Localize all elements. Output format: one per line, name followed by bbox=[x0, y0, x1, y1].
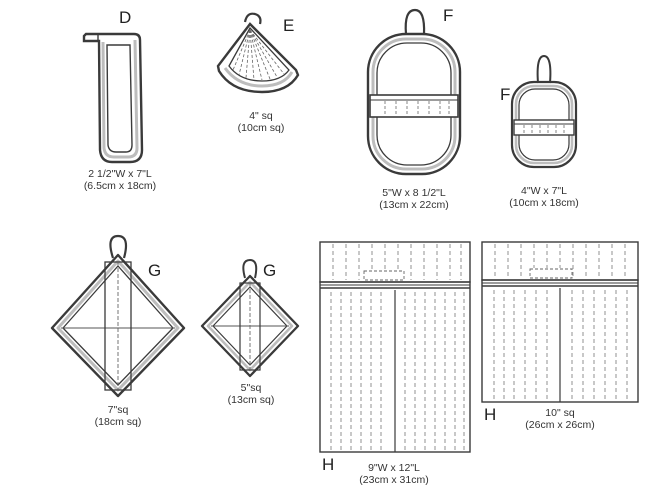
item-d-drawing bbox=[82, 32, 144, 164]
item-g-small-label: 5"sq (13cm sq) bbox=[214, 382, 288, 406]
item-g-large-metric: (18cm sq) bbox=[94, 416, 142, 428]
item-h-large-letter: H bbox=[322, 455, 335, 474]
item-h-large-drawing bbox=[319, 241, 471, 453]
item-h-large-size: 9"W x 12"L bbox=[368, 462, 420, 474]
item-g-large-letter: G bbox=[148, 261, 162, 280]
item-d-label: 2 1/2"W x 7"L (6.5cm x 18cm) bbox=[72, 168, 168, 192]
item-e-letter: E bbox=[283, 16, 295, 35]
item-g-small-drawing bbox=[200, 258, 300, 378]
item-d-size: 2 1/2"W x 7"L bbox=[88, 168, 152, 180]
item-g-large-label: 7"sq (18cm sq) bbox=[80, 404, 156, 428]
item-f-small-letter: F bbox=[500, 85, 511, 104]
item-f-large-metric: (13cm x 22cm) bbox=[379, 199, 449, 211]
item-g-large-drawing bbox=[50, 234, 186, 398]
item-f-small-drawing bbox=[510, 54, 578, 169]
item-f-large-drawing bbox=[366, 8, 462, 176]
item-e-metric: (10cm sq) bbox=[237, 122, 285, 134]
item-h-small-drawing bbox=[481, 241, 639, 403]
item-h-small-label: 10" sq (26cm x 26cm) bbox=[508, 407, 612, 431]
item-h-small-letter: H bbox=[484, 405, 497, 424]
item-e-label: 4" sq (10cm sq) bbox=[220, 110, 302, 134]
item-g-small-size: 5"sq bbox=[240, 382, 262, 394]
item-h-large-label: 9"W x 12"L (23cm x 31cm) bbox=[344, 462, 444, 486]
item-f-small-size: 4"W x 7"L bbox=[521, 185, 567, 197]
item-f-small-label: 4"W x 7"L (10cm x 18cm) bbox=[496, 185, 592, 209]
item-e-size: 4" sq bbox=[249, 110, 273, 122]
item-d-metric: (6.5cm x 18cm) bbox=[83, 180, 157, 192]
item-f-small-metric: (10cm x 18cm) bbox=[509, 197, 579, 209]
item-g-large-size: 7"sq bbox=[107, 404, 129, 416]
item-f-large-letter: F bbox=[443, 6, 454, 25]
item-h-small-metric: (26cm x 26cm) bbox=[525, 419, 595, 431]
item-h-small-size: 10" sq bbox=[545, 407, 575, 419]
item-e-drawing bbox=[216, 12, 300, 94]
item-g-small-letter: G bbox=[263, 261, 277, 280]
item-g-small-metric: (13cm sq) bbox=[227, 394, 275, 406]
item-f-large-size: 5"W x 8 1/2"L bbox=[382, 187, 446, 199]
item-h-large-metric: (23cm x 31cm) bbox=[359, 474, 429, 486]
item-d-letter: D bbox=[119, 8, 132, 27]
item-f-large-label: 5"W x 8 1/2"L (13cm x 22cm) bbox=[364, 187, 464, 211]
